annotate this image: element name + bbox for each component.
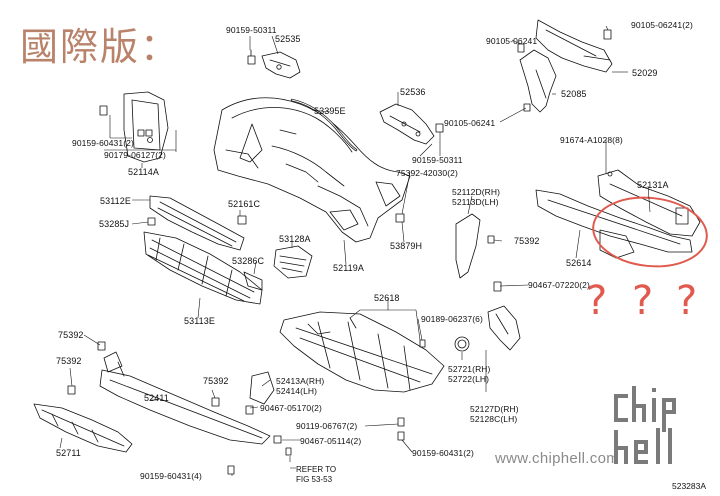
part-label: 53285J bbox=[99, 219, 130, 229]
part-label: 90159-60431(2) bbox=[72, 138, 134, 148]
part-label: 52113D(LH) bbox=[452, 197, 499, 207]
part-label: 91674-A1028(8) bbox=[560, 135, 623, 145]
fasteners-part bbox=[137, 129, 426, 475]
part-label: 90179-06127(2) bbox=[104, 150, 166, 160]
part-label: 53112E bbox=[100, 196, 131, 206]
part-label: 53128A bbox=[279, 234, 311, 244]
part-label: 90467-05114(2) bbox=[300, 436, 362, 446]
part-label: 52085 bbox=[561, 89, 587, 99]
refer-line: FIG 53-53 bbox=[296, 475, 333, 484]
part-label: 52112D(RH) bbox=[452, 187, 501, 197]
refer-note: REFER TO FIG 53-53 bbox=[296, 465, 336, 485]
side-bracket-part bbox=[67, 341, 275, 415]
part-label: 52614 bbox=[566, 258, 592, 268]
part-label: 52414(LH) bbox=[276, 386, 318, 396]
highlight-circle bbox=[592, 196, 708, 268]
part-label: 90159-60431(4) bbox=[140, 471, 202, 481]
reinforcement-upper-part bbox=[517, 19, 613, 113]
part-label: 90105-06241 bbox=[444, 118, 496, 128]
region-title: 國際版： bbox=[20, 25, 181, 69]
part-label: 90467-07220(2) bbox=[528, 280, 590, 290]
refer-line: REFER TO bbox=[296, 465, 337, 474]
part-label: 53879H bbox=[390, 241, 423, 251]
bracket-52535-part bbox=[247, 49, 301, 79]
undercover-part bbox=[279, 311, 445, 393]
energy-absorber-part bbox=[535, 169, 701, 259]
part-label: 90105-06241(2) bbox=[631, 20, 693, 30]
part-label: 52536 bbox=[400, 87, 426, 97]
part-label: 52618 bbox=[374, 293, 400, 303]
fog-bracket-part bbox=[454, 281, 521, 352]
bumper-cover-part bbox=[213, 97, 411, 243]
part-label: 52127D(RH) bbox=[470, 404, 519, 414]
question-mark: ? bbox=[676, 278, 698, 324]
part-label: 53395E bbox=[314, 106, 346, 116]
part-label: 52535 bbox=[275, 34, 301, 44]
small-brackets-part bbox=[147, 213, 495, 291]
part-label: 52119A bbox=[333, 263, 364, 273]
part-label: 53286C bbox=[232, 256, 265, 266]
part-label: 75392 bbox=[203, 376, 229, 386]
side-cover-part bbox=[455, 213, 481, 279]
part-label: 52128C(LH) bbox=[470, 414, 518, 424]
part-label: 52722(LH) bbox=[448, 374, 490, 384]
figure-code: 523283A bbox=[672, 481, 707, 491]
chiphell-logo-icon bbox=[614, 386, 676, 464]
part-label: 90159-50311 bbox=[226, 25, 277, 35]
part-label: 52114A bbox=[128, 167, 159, 177]
part-label: 52161C bbox=[228, 199, 261, 209]
front-spoiler-part bbox=[33, 403, 133, 453]
part-label: 90119-06767(2) bbox=[296, 421, 358, 431]
bracket-52536-part bbox=[379, 103, 444, 145]
part-label: 52721(RH) bbox=[448, 364, 491, 374]
site-watermark: www.chiphell.com bbox=[495, 450, 620, 467]
question-mark: ? bbox=[632, 278, 654, 324]
part-label: 52411 bbox=[144, 393, 169, 403]
leader-lines bbox=[59, 25, 651, 476]
part-label: 90189-06237(6) bbox=[421, 314, 483, 324]
question-mark: ? bbox=[586, 278, 608, 324]
lower-grille-part bbox=[143, 231, 263, 305]
upper-grille-part bbox=[149, 195, 245, 251]
part-label: 75392 bbox=[514, 236, 540, 246]
part-label: 90159-50311 bbox=[412, 155, 463, 165]
part-label: 90467-05170(2) bbox=[260, 403, 322, 413]
part-label: 75392-42030(2) bbox=[396, 168, 458, 178]
lower-spoiler-part bbox=[99, 351, 271, 445]
part-label: 52029 bbox=[632, 68, 658, 78]
part-label: 53113E bbox=[184, 316, 215, 326]
part-label: 75392 bbox=[56, 356, 82, 366]
part-label: 52711 bbox=[56, 448, 81, 458]
part-label: 90159-60431(2) bbox=[412, 448, 474, 458]
part-label: 90105-06241 bbox=[486, 36, 538, 46]
part-label: 52131A bbox=[637, 180, 669, 190]
part-label: 52413A(RH) bbox=[276, 376, 325, 386]
part-label: 75392 bbox=[58, 330, 84, 340]
